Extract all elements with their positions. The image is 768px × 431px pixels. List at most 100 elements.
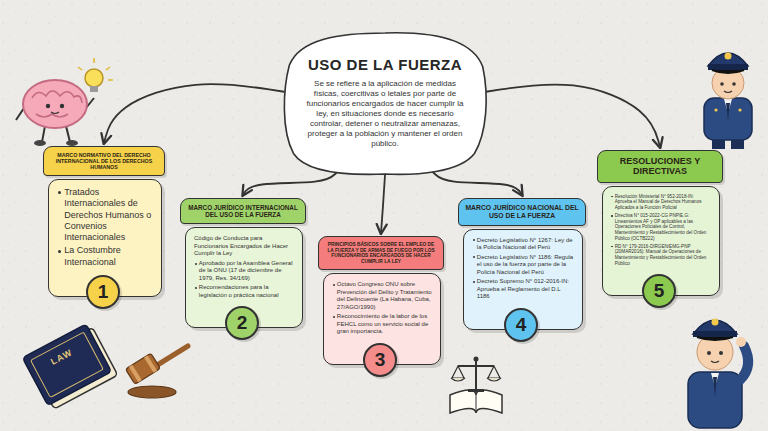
curved-arrow <box>486 84 660 147</box>
bullet-item: Reconocimiento de la labor de los FEHCL … <box>332 313 432 336</box>
box-heading-band: MARCO JURÍDICO NACIONAL DEL USO DE LA FU… <box>458 198 586 226</box>
illustration-part <box>31 332 104 397</box>
police-officer-saluting <box>688 319 748 429</box>
box-heading-band: RESOLUCIONES Y DIRECTIVAS <box>597 150 723 183</box>
illustration-part <box>719 351 723 355</box>
bullet-item: Recomendaciones para la legislación o pr… <box>194 284 294 299</box>
illustration-part <box>85 69 103 87</box>
definition-text: Se se refiere a la aplicación de medidas… <box>281 79 489 173</box>
callout-number-text: 4 <box>516 314 527 336</box>
bullet-item: Directiva N° 015-2022-CG PNP/E.G: Lineam… <box>611 213 711 242</box>
callout-number: 1 <box>86 275 120 309</box>
illustration-part <box>125 353 160 384</box>
gavel <box>125 346 188 398</box>
illustration-part <box>726 103 730 121</box>
box-heading: MARCO NORMATIVO DEL DERECHO INTERNACIONA… <box>50 152 158 170</box>
illustration-part <box>452 366 500 378</box>
illustration-part <box>32 91 82 103</box>
illustration-part <box>740 346 748 380</box>
bullet-item: Octavo Congreso ONU sobre Prevención del… <box>332 281 432 311</box>
illustration-part <box>144 355 157 372</box>
curved-arrow <box>381 175 385 233</box>
bullet-item: Resolución Ministerial N° 952-2018-IN: A… <box>611 194 711 211</box>
main-title: USO DE LA FUERZA <box>281 30 489 79</box>
body-text: Código de Conducta para Funcionarios Enc… <box>194 235 294 258</box>
illustration-part <box>16 108 24 120</box>
box-heading: RESOLUCIONES Y DIRECTIVAS <box>604 156 716 177</box>
curved-arrow <box>104 84 284 143</box>
box-heading: MARCO JURÍDICO INTERNACIONAL DEL USO DE … <box>187 204 299 218</box>
callout-number-text: 2 <box>237 312 248 334</box>
box-heading-band: PRINCIPIOS BÁSICOS SOBRE EL EMPLEO DE LA… <box>318 236 444 270</box>
illustration-part <box>51 112 59 114</box>
bullet-item: Decreto Legislativo N° 1267: Ley de la P… <box>472 237 574 252</box>
illustration-part <box>708 64 748 70</box>
illustration-part <box>451 378 501 381</box>
illustration-part <box>697 334 733 370</box>
police-officer <box>704 53 752 150</box>
bullet-item: La Costumbre Internacional <box>57 245 153 268</box>
bullet-item: RD N° 179-2016-DIRGEN/EMG-PNP (20MAR2016… <box>611 244 711 267</box>
illustration-part <box>468 389 484 392</box>
light-bulb <box>78 58 113 92</box>
illustration-part <box>34 140 46 146</box>
illustration-part <box>712 70 744 73</box>
box-heading: PRINCIPIOS BÁSICOS SOBRE EL EMPLEO DE LA… <box>325 242 437 264</box>
illustration-part <box>474 357 479 362</box>
illustration-part <box>60 104 64 108</box>
box-heading-band: MARCO JURÍDICO INTERNACIONAL DEL USO DE … <box>180 198 306 224</box>
callout-number: 3 <box>363 343 397 377</box>
illustration-part <box>125 353 160 384</box>
illustration-part <box>704 98 752 140</box>
illustration-part <box>128 386 176 398</box>
illustration-part <box>450 390 502 413</box>
illustration-part <box>688 372 742 428</box>
illustration-part <box>78 67 82 70</box>
curved-arrow <box>243 172 337 195</box>
illustration-part <box>732 82 736 86</box>
illustration-part <box>46 104 50 108</box>
illustration-part <box>712 319 719 326</box>
illustration-part <box>693 331 737 337</box>
illustration-part <box>724 91 732 93</box>
illustration-part <box>42 126 45 142</box>
illustration-part <box>713 377 717 397</box>
bullet-item: Decreto Legislativo N° 1186: Regula el u… <box>472 254 574 277</box>
law-book <box>22 322 117 411</box>
illustration-part <box>697 337 733 340</box>
illustration-part <box>106 67 110 70</box>
illustration-part <box>475 360 477 390</box>
box-heading: MARCO JURÍDICO NACIONAL DEL USO DE LA FU… <box>465 204 579 220</box>
callout-number-text: 3 <box>375 349 386 371</box>
illustration-part <box>22 324 111 405</box>
bullet-item: Decreto Supremo N° 012-2016-IN: Aprueba … <box>472 278 574 301</box>
illustration-part <box>720 82 724 86</box>
callout-number: 5 <box>642 274 676 308</box>
illustration-part <box>23 80 87 128</box>
illustration-part <box>707 351 711 355</box>
callout-number-text: 1 <box>98 281 109 303</box>
illustration-part <box>712 67 744 99</box>
illustration-part <box>36 114 68 117</box>
brain-figure <box>16 80 94 146</box>
central-concept-cloud: USO DE LA FUERZASe se refiere a la aplic… <box>281 30 489 177</box>
curved-arrow <box>433 172 522 195</box>
bullet-item: Tratados Internacionales de Derechos Hum… <box>57 187 153 243</box>
illustration-part <box>738 108 741 111</box>
illustration-part <box>108 79 113 81</box>
illustration-part <box>458 365 494 367</box>
illustration-part <box>725 53 732 60</box>
illustration-part <box>66 126 70 142</box>
scales-book <box>450 357 502 414</box>
illustration-part <box>476 395 477 413</box>
illustration-part <box>129 365 142 382</box>
illustration-part <box>93 58 95 63</box>
callout-number-text: 5 <box>654 280 665 302</box>
illustration-part <box>90 86 98 92</box>
illustration-part <box>714 108 717 111</box>
callout-number: 2 <box>225 306 259 340</box>
illustration-part <box>736 337 746 347</box>
bullet-item: Aprobado por la Asamblea General de la O… <box>194 260 294 283</box>
